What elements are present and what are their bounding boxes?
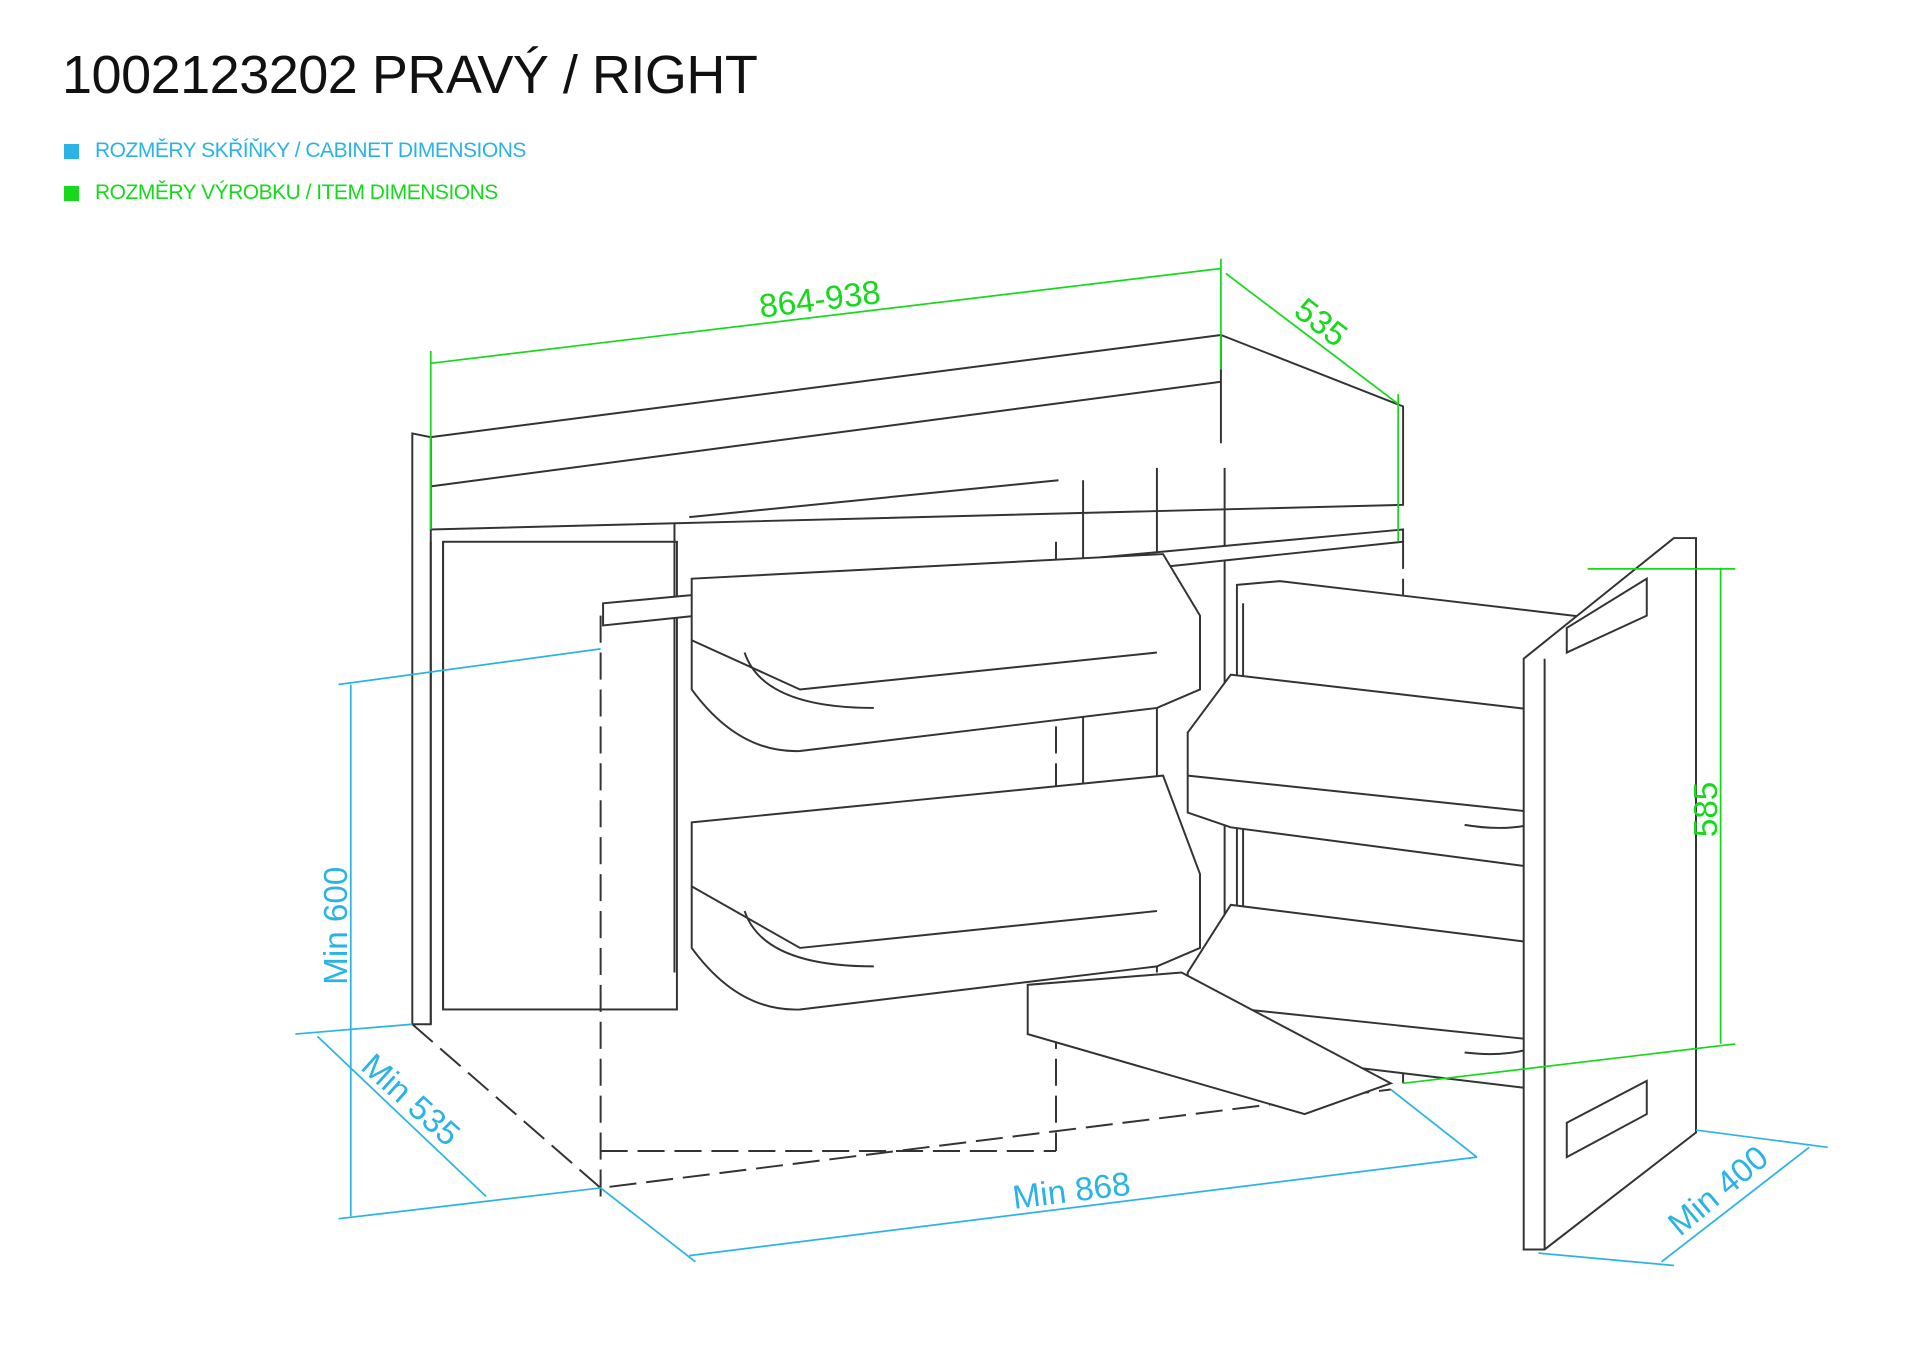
item-color-swatch	[64, 185, 79, 201]
item-depth-label: 535	[1287, 291, 1353, 354]
item-dimension-lines	[429, 258, 1736, 1085]
item-height-label: 585	[1688, 782, 1725, 837]
legend-item-dimensions: ROZMĚRY VÝROBKU / ITEM DIMENSIONS	[64, 181, 498, 205]
cabinet-height-label: Min 600	[318, 867, 355, 985]
cabinet-dimension-lines	[295, 647, 1828, 1267]
legend-item-label: ROZMĚRY VÝROBKU / ITEM DIMENSIONS	[95, 181, 498, 204]
item-width-label: 864-938	[757, 274, 883, 326]
cabinet-width-label: Min 868	[1011, 1166, 1133, 1217]
cabinet-outline	[411, 333, 1697, 1251]
cabinet-depth-label: Min 535	[354, 1047, 467, 1154]
legend-cabinet-label: ROZMĚRY SKŘÍŇKY / CABINET DIMENSIONS	[95, 139, 526, 162]
cabinet-color-swatch	[64, 143, 79, 159]
door-width-label: Min 400	[1661, 1139, 1775, 1243]
page-title: 1002123202 PRAVÝ / RIGHT	[62, 45, 758, 105]
legend-cabinet-dimensions: ROZMĚRY SKŘÍŇKY / CABINET DIMENSIONS	[64, 139, 526, 163]
